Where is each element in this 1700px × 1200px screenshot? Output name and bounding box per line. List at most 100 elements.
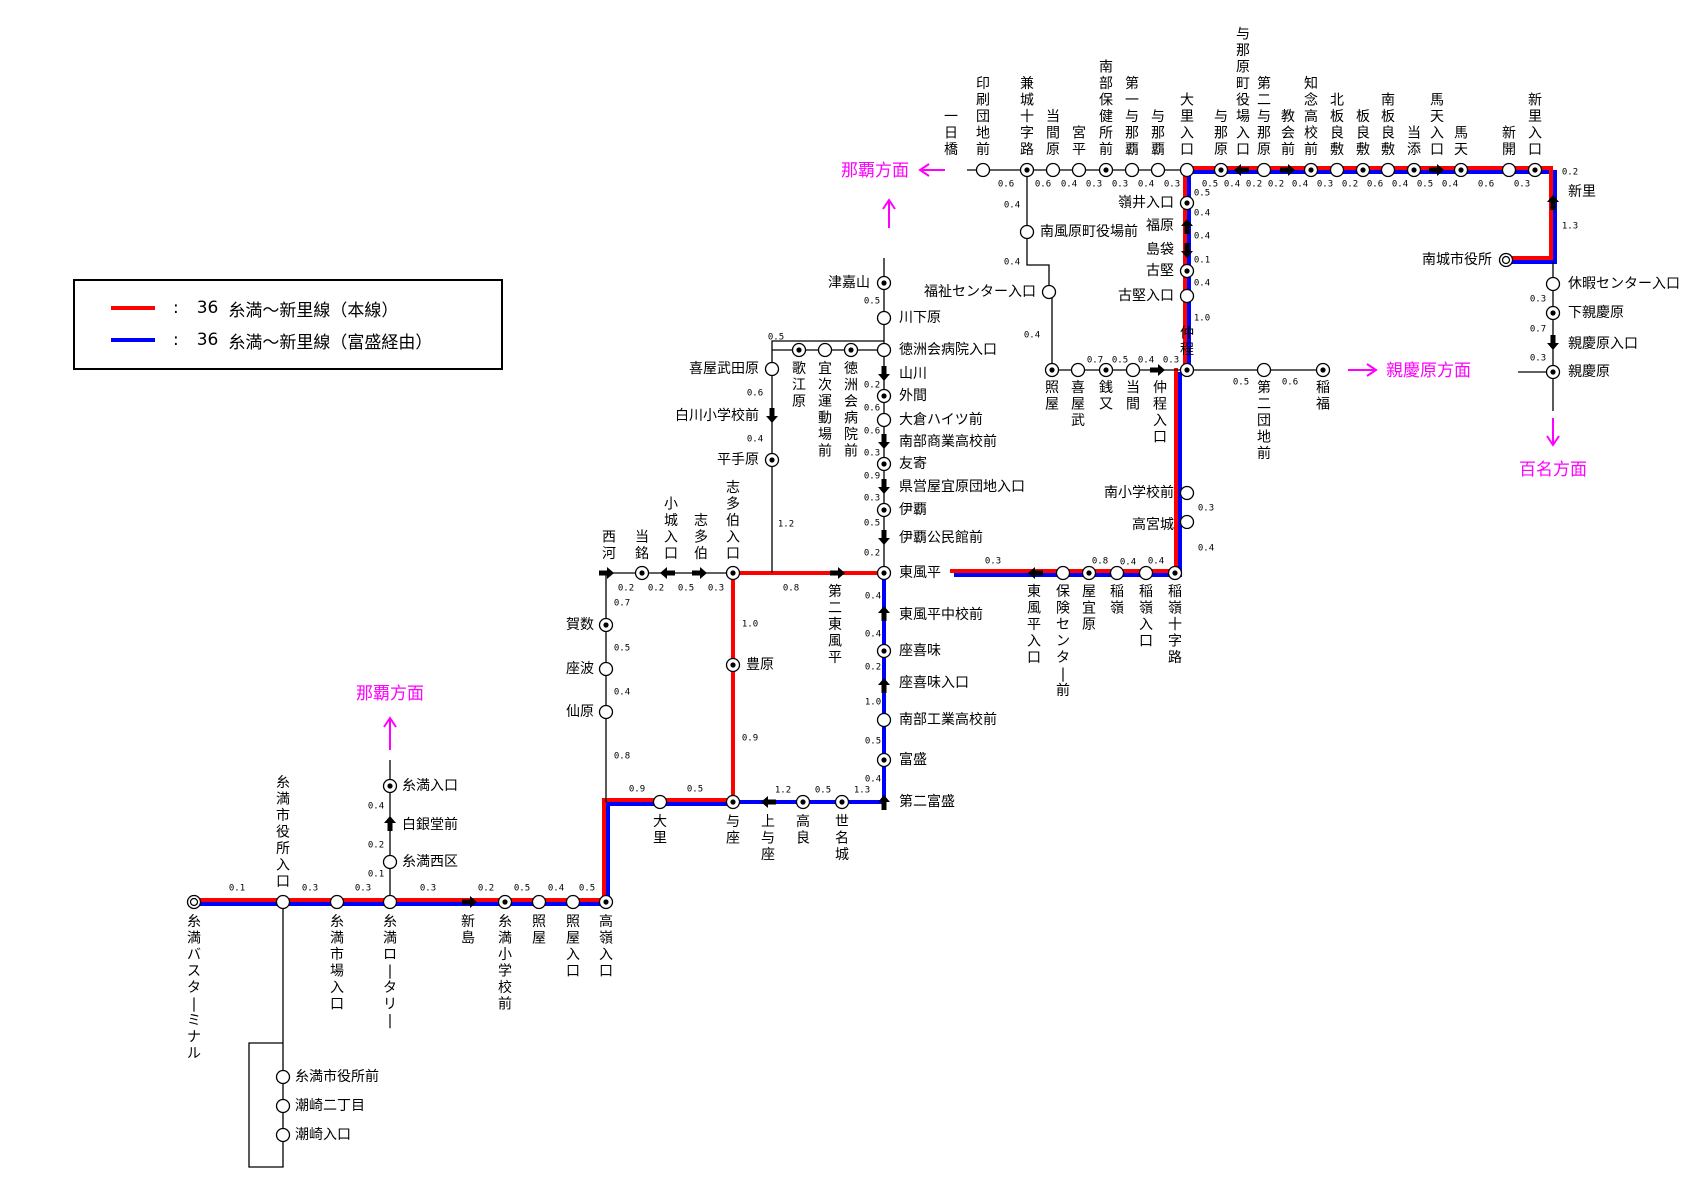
label-char: 天 (1454, 142, 1468, 158)
stop-marker (598, 661, 614, 677)
stop-label: 糸満ロ|タリ| (383, 914, 397, 1029)
stop-label: 南部商業高校前 (899, 433, 997, 450)
direction-label-oyakebaru: 親慶原方面 (1386, 361, 1471, 381)
distance-label: 0.3 (1198, 504, 1214, 514)
label-char: 前 (1099, 141, 1113, 158)
distance-label: 0.5 (514, 884, 530, 894)
label-char: 二 (828, 601, 842, 617)
label-char: 字 (1168, 634, 1182, 650)
stop-label: 新開 (1502, 126, 1516, 159)
label-char: 口 (1528, 142, 1542, 158)
label-char: 入 (664, 530, 678, 546)
label-char: 前 (498, 996, 512, 1013)
distance-label: 0.2 (864, 549, 880, 559)
stop-marker (876, 342, 892, 358)
stop-dot (502, 899, 508, 905)
direction-arrow-icon (1028, 567, 1043, 579)
direction-arrow-icon (1150, 364, 1165, 376)
distance-label: 0.3 (1514, 180, 1530, 190)
label-char: 宜 (1082, 601, 1096, 617)
label-char: 入 (1153, 413, 1167, 429)
label-char: 稲 (1110, 584, 1124, 600)
direction-label-naha-top: 那覇方面 (841, 161, 909, 181)
label-char: 天 (1430, 109, 1444, 125)
distance-label: 0.6 (864, 427, 880, 437)
stop-marker (1179, 485, 1195, 501)
stop-label: 親慶原入口 (1568, 336, 1638, 352)
direction-arrow-icon (1234, 164, 1249, 176)
distance-label: 0.3 (1530, 295, 1546, 305)
distance-label: 0.1 (1194, 256, 1210, 266)
shiyakusho-loop (248, 908, 284, 1168)
stop-label: 南城市役所 (1422, 251, 1492, 268)
stop-dot (639, 570, 645, 576)
stop-dot (881, 461, 887, 467)
direction-arrow-icon (1429, 164, 1444, 176)
label-char: 入 (1236, 126, 1250, 142)
label-char: 高 (796, 813, 810, 830)
stop-label: 山川 (899, 366, 927, 382)
direction-arrow-icon (1280, 164, 1295, 176)
stop-marker (1071, 162, 1087, 178)
stop-marker (329, 894, 345, 910)
distance-label: 0.5 (1194, 189, 1210, 199)
label-char: 入 (726, 530, 740, 546)
label-char: 大 (653, 814, 667, 830)
distance-label: 0.6 (998, 180, 1014, 190)
stop-marker (598, 704, 614, 720)
stop-dot (881, 393, 887, 399)
label-char: 風 (1027, 601, 1041, 617)
label-char: 原 (1214, 142, 1228, 158)
label-char: 部 (1099, 76, 1113, 92)
label-char: 地 (976, 126, 990, 142)
distance-label: 0.8 (783, 584, 799, 594)
label-char: 口 (1139, 634, 1153, 650)
terminal-ring (1501, 255, 1511, 265)
distance-label: 0.4 (1198, 544, 1214, 554)
label-char: 校 (1304, 125, 1318, 142)
shinzato-col-blue (1432, 170, 1557, 264)
label-char: 良 (1330, 126, 1344, 142)
stop-dot (1320, 367, 1326, 373)
distance-label: 0.4 (1194, 279, 1210, 289)
distance-label: 1.0 (1194, 314, 1210, 324)
distance-label: 0.3 (302, 884, 318, 894)
distance-label: 0.5 (1417, 180, 1433, 190)
label-char: 座 (761, 847, 775, 863)
distance-label: 0.8 (1092, 557, 1108, 567)
label-char: 当 (635, 530, 649, 546)
label-char: ミ (187, 1013, 201, 1029)
stop-label: 東風平 (899, 565, 941, 581)
stop-dot (730, 799, 736, 805)
label-char: 志 (694, 513, 708, 529)
stop-label: 福祉センター入口 (924, 284, 1036, 300)
label-char: 間 (1046, 126, 1060, 142)
label-char: 所 (276, 841, 290, 857)
label-char: 校 (498, 979, 512, 996)
stop-marker (1070, 362, 1086, 378)
stop-label: 友寄 (899, 455, 927, 472)
tomimori-blue (733, 573, 886, 804)
stop-dot (1458, 167, 1464, 173)
label-char: 稲 (1316, 380, 1330, 396)
stop-dot (881, 507, 887, 513)
stop-label: 歌江原 (792, 361, 806, 410)
label-char: 銭 (1099, 380, 1113, 396)
label-char: 良 (1356, 126, 1370, 142)
stop-label: 馬天 (1454, 126, 1468, 159)
label-char: ス (187, 964, 201, 980)
label-char: 嶺 (599, 931, 613, 947)
stop-marker (652, 794, 668, 810)
stop-marker (1545, 276, 1561, 292)
stop-marker (1179, 288, 1195, 304)
label-char: ル (187, 1046, 201, 1062)
label-char: リ (383, 997, 397, 1013)
distance-label: 1.3 (1562, 222, 1578, 232)
label-char: 照 (1045, 380, 1059, 396)
label-char: 上 (761, 814, 775, 830)
